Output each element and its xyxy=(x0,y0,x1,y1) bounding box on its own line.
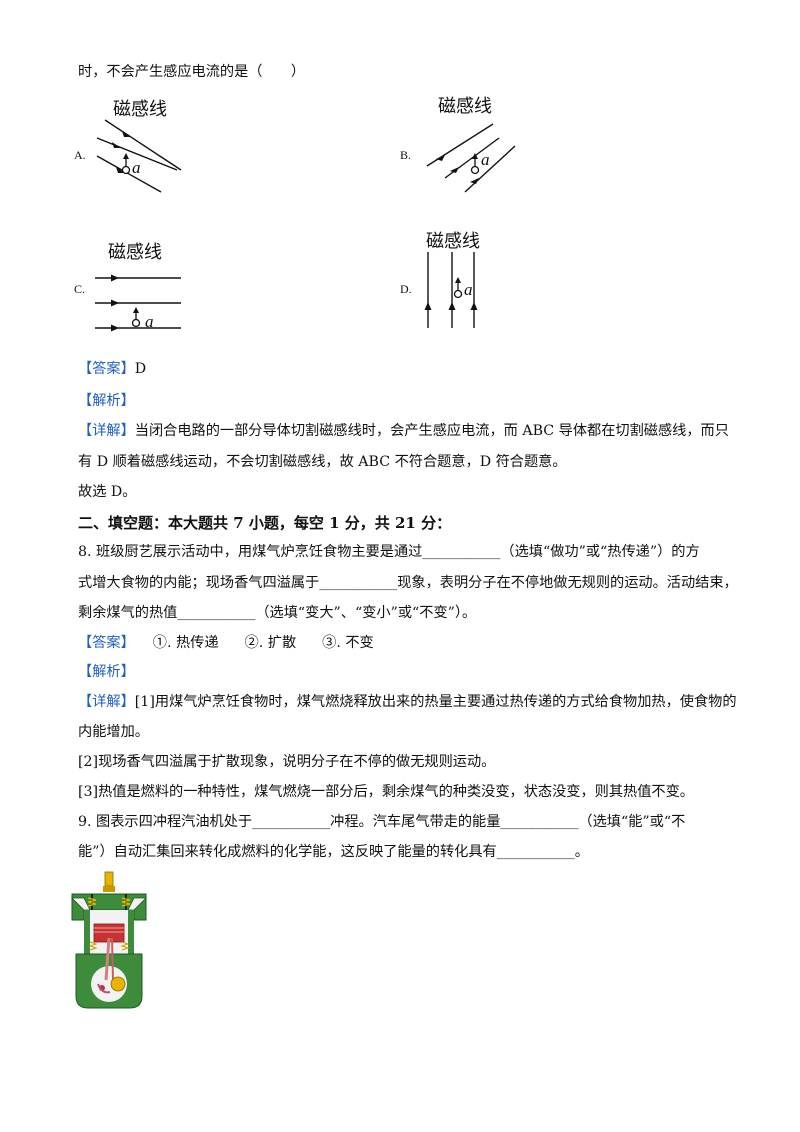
q8-line3: 剩余煤气的热值___________（选填“变大”、“变小”或“不变”）。 xyxy=(78,605,477,621)
option-a-figure-label: 磁感线 xyxy=(113,99,167,120)
option-d-conductor-label: a xyxy=(464,280,473,299)
engine-cylinder-image xyxy=(71,871,147,1009)
option-d-label: D. xyxy=(400,282,412,296)
q7-answer-tag: 【答案】 xyxy=(78,361,135,377)
q8-answer-tag: 【答案】 xyxy=(78,635,135,651)
option-b-figure-label: 磁感线 xyxy=(438,96,492,117)
option-a-label: A. xyxy=(74,148,86,162)
q8-detail-tag: 【详解】 xyxy=(78,694,135,710)
option-c-conductor-label: a xyxy=(145,312,154,331)
q8-detail2: [2]现场香气四溢属于扩散现象，说明分子在不停的做无规则运动。 xyxy=(78,754,496,770)
option-a-diagram xyxy=(96,119,182,193)
question-7-tail: 时，不会产生感应电流的是（ ） xyxy=(78,64,306,80)
option-c-diagram xyxy=(95,274,181,332)
q9-line2: 能”）自动汇集回来转化成燃料的化学能，这反映了能量的转化具有__________… xyxy=(78,844,589,860)
q7-conclusion: 故选 D。 xyxy=(78,484,137,500)
q7-detail-line2: 有 D 顺着磁感线运动，不会切割磁感线，故 ABC 不符合题意，D 符合题意。 xyxy=(78,454,567,470)
q8-detail1-line2: 内能增加。 xyxy=(78,724,149,740)
option-a-conductor-label: a xyxy=(132,158,141,177)
option-d-diagram xyxy=(424,252,478,328)
q8-answer-2: ②. 扩散 xyxy=(244,635,297,651)
section-2-heading: 二、填空题：本大题共 7 小题，每空 1 分，共 21 分： xyxy=(78,514,452,532)
q8-detail3: [3]热值是燃料的一种特性，煤气燃烧一部分后，剩余煤气的种类没变，状态没变，则其… xyxy=(78,784,694,800)
q7-answer-row: 【答案】D xyxy=(78,359,146,379)
q7-analysis-tag: 【解析】 xyxy=(78,393,135,409)
q8-detail1-line1: 【详解】[1]用煤气炉烹饪食物时，煤气燃烧释放出来的热量主要通过热传递的方式给食… xyxy=(78,694,737,710)
q8-analysis-tag: 【解析】 xyxy=(78,664,135,680)
q9-line1: 9. 图表示四冲程汽油机处于___________冲程。汽车尾气带走的能量___… xyxy=(78,814,686,830)
q8-line1: 8. 班级厨艺展示活动中，用煤气炉烹饪食物主要是通过___________（选填… xyxy=(78,544,700,560)
q8-answer-3: ③. 不变 xyxy=(322,635,374,651)
option-c-label: C. xyxy=(74,282,86,296)
q7-detail-line1: 【详解】当闭合电路的一部分导体切割磁感线时，会产生感应电流，而 ABC 导体都在… xyxy=(78,423,729,439)
q8-line2: 式增大食物的内能；现场香气四溢属于___________现象，表明分子在不停地做… xyxy=(78,575,738,591)
option-b-label: B. xyxy=(400,148,412,162)
option-d-figure-label: 磁感线 xyxy=(426,231,480,252)
q7-answer: D xyxy=(134,361,147,377)
option-b-diagram xyxy=(426,123,516,193)
q8-answer-row: 【答案】 ①. 热传递 ②. 扩散 ③. 不变 xyxy=(78,633,400,653)
q8-answer-1: ①. 热传递 xyxy=(152,635,219,651)
option-c-figure-label: 磁感线 xyxy=(108,242,162,263)
option-b-conductor-label: a xyxy=(481,150,490,169)
q7-detail-tag: 【详解】 xyxy=(78,423,135,439)
